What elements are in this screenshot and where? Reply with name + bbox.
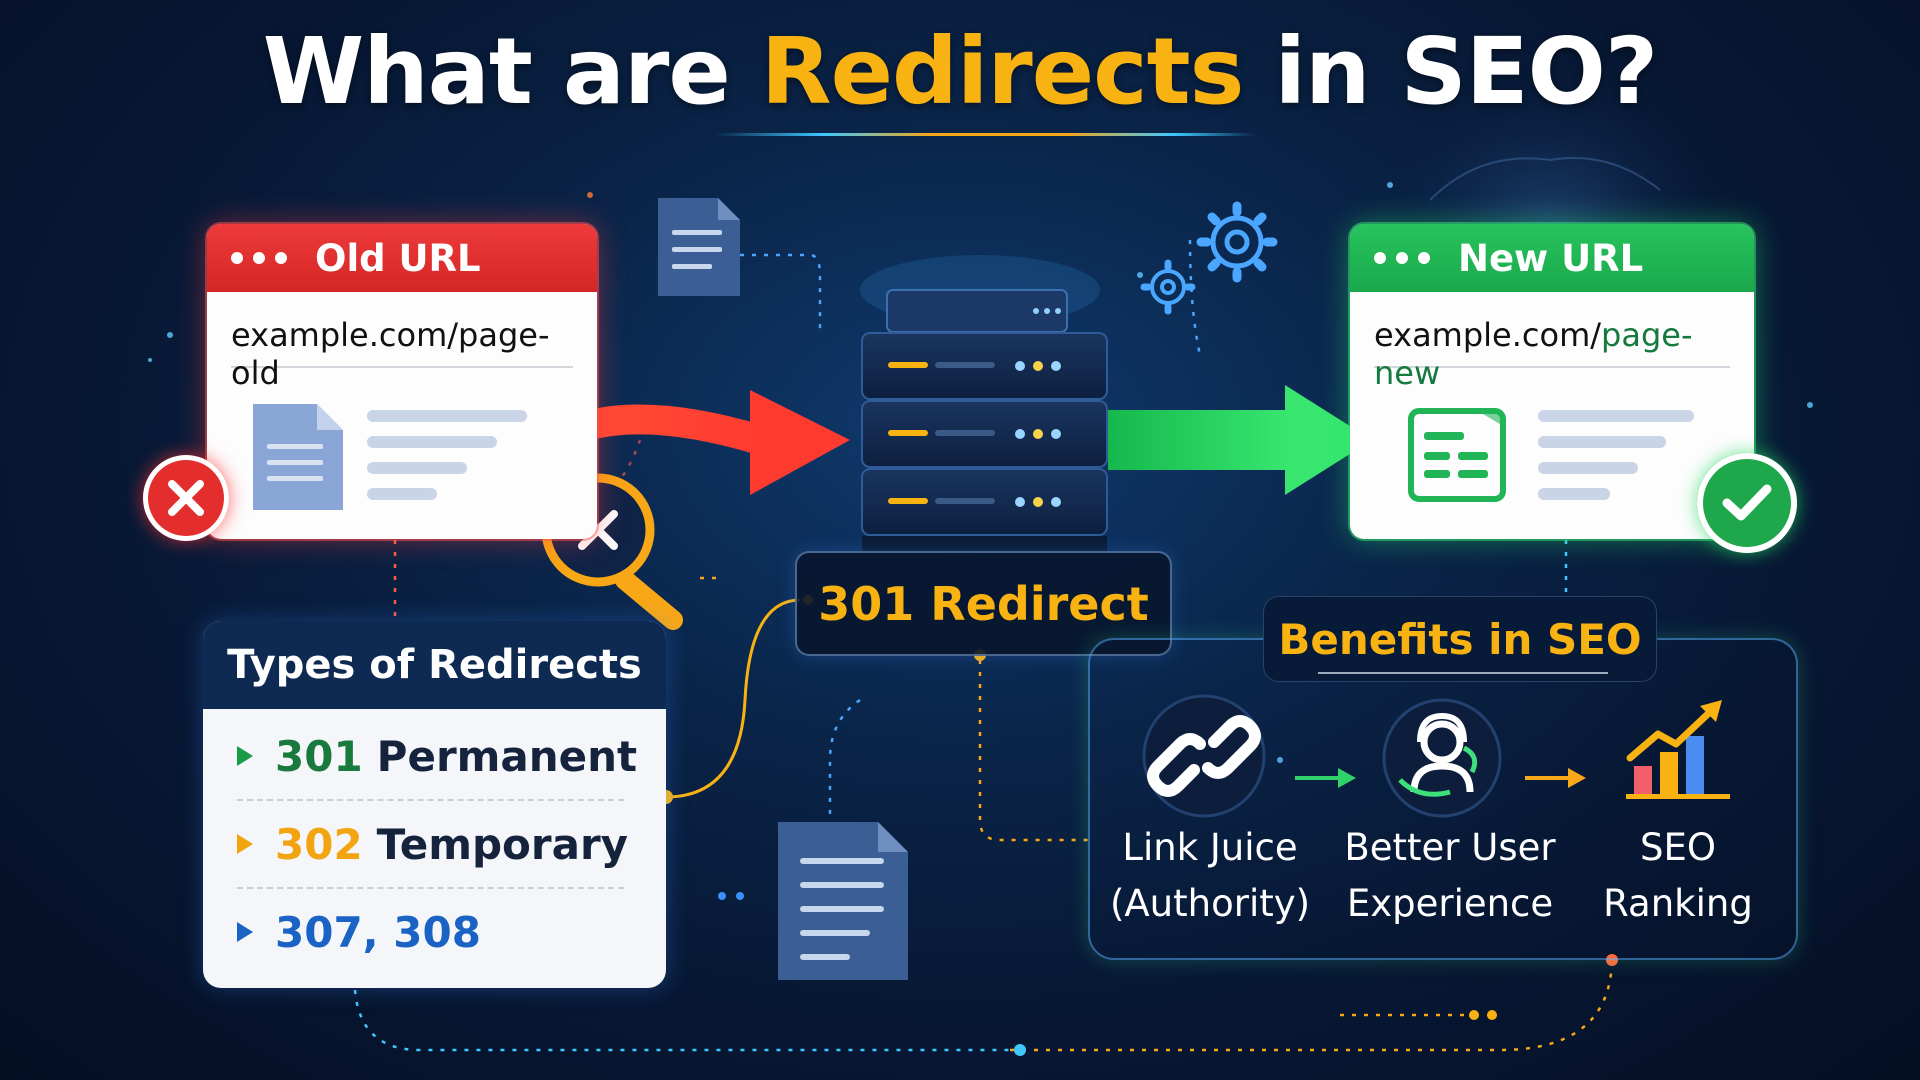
gear-icon: [1196, 201, 1278, 283]
node-dot: [1469, 1010, 1479, 1020]
server-to-new-arrow: [1108, 385, 1372, 495]
title-prefix: What are: [262, 18, 761, 125]
benefit-arrow-1: [1295, 768, 1356, 788]
benefit-seo-ranking: SEO Ranking: [1578, 820, 1778, 932]
page-lines: [1538, 410, 1698, 514]
sparkle-dots: [148, 182, 1813, 763]
old-url-title: Old URL: [315, 236, 481, 280]
new-url-title: New URL: [1458, 236, 1644, 280]
node-dot: [1487, 1010, 1497, 1020]
node-dot: [718, 892, 726, 900]
user-headset-icon: [1382, 698, 1502, 818]
list-item: 302 Temporary: [237, 801, 628, 889]
types-panel: Types of Redirects 301 Permanent 302 Tem…: [203, 621, 666, 988]
type-code: 307, 308: [275, 907, 481, 957]
type-label: Permanent: [376, 731, 638, 781]
window-dots: [231, 252, 287, 264]
benefit-link-juice: Link Juice (Authority): [1100, 820, 1320, 932]
triangle-marker-icon: [237, 834, 253, 854]
link-icon: [1142, 694, 1266, 818]
title-accent: Redirects: [760, 18, 1245, 125]
new-url-titlebar: New URL: [1350, 224, 1754, 292]
connector-lines: [353, 239, 1614, 1052]
benefits-title: Benefits in SEO: [1263, 596, 1657, 682]
types-list: 301 Permanent 302 Temporary 307, 308: [203, 709, 666, 975]
list-item: 301 Permanent: [237, 713, 637, 801]
types-title: Types of Redirects: [203, 621, 666, 709]
new-url-path: page-new: [1374, 316, 1693, 392]
close-icon: [168, 480, 204, 516]
error-badge: [143, 455, 229, 541]
document-icon: [658, 198, 740, 296]
triangle-marker-icon: [237, 922, 253, 942]
type-code: 302: [275, 819, 363, 869]
benefit-user-experience: Better User Experience: [1340, 820, 1560, 932]
benefit-line: SEO: [1640, 826, 1716, 869]
type-label: Temporary: [376, 819, 629, 869]
types-connector: [665, 598, 801, 799]
window-dots: [1374, 252, 1430, 264]
benefit-line: Link Juice: [1122, 826, 1298, 869]
success-badge: [1697, 453, 1797, 553]
title-underline: [715, 133, 1255, 136]
checkmark-icon: [1722, 484, 1772, 521]
gear-icon: [1140, 259, 1196, 315]
spreadsheet-doc-icon: [1408, 408, 1506, 502]
type-code: 301: [275, 731, 363, 781]
page-lines: [367, 410, 527, 514]
node-dot: [1606, 954, 1618, 966]
document-icon: [253, 404, 343, 510]
benefits-title-underline: [1318, 672, 1608, 674]
benefit-arrow-2: [1525, 768, 1586, 788]
new-url-domain: example.com/: [1374, 316, 1602, 354]
document-icon: [778, 822, 908, 980]
address-divider: [231, 366, 573, 368]
old-url-window: Old URL example.com/page-old: [207, 224, 597, 539]
benefit-line: Better User: [1344, 826, 1556, 869]
new-url-window: New URL example.com/page-new: [1350, 224, 1754, 539]
title-suffix: in SEO?: [1243, 18, 1658, 125]
server-icon: [860, 255, 1108, 552]
page-title: What are Redirects in SEO?: [0, 18, 1920, 125]
triangle-marker-icon: [237, 746, 253, 766]
list-item: 307, 308: [237, 889, 624, 975]
old-url-titlebar: Old URL: [207, 224, 597, 292]
node-dot: [1014, 1044, 1026, 1056]
benefit-line: (Authority): [1109, 882, 1311, 925]
benefit-line: Ranking: [1603, 882, 1753, 925]
old-url-address: example.com/page-old: [231, 316, 550, 392]
new-url-address: example.com/page-new: [1350, 292, 1754, 392]
bar-chart-growth-icon: [1626, 700, 1730, 799]
benefit-line: Experience: [1346, 882, 1554, 925]
address-divider: [1374, 366, 1730, 368]
node-dot: [736, 892, 744, 900]
